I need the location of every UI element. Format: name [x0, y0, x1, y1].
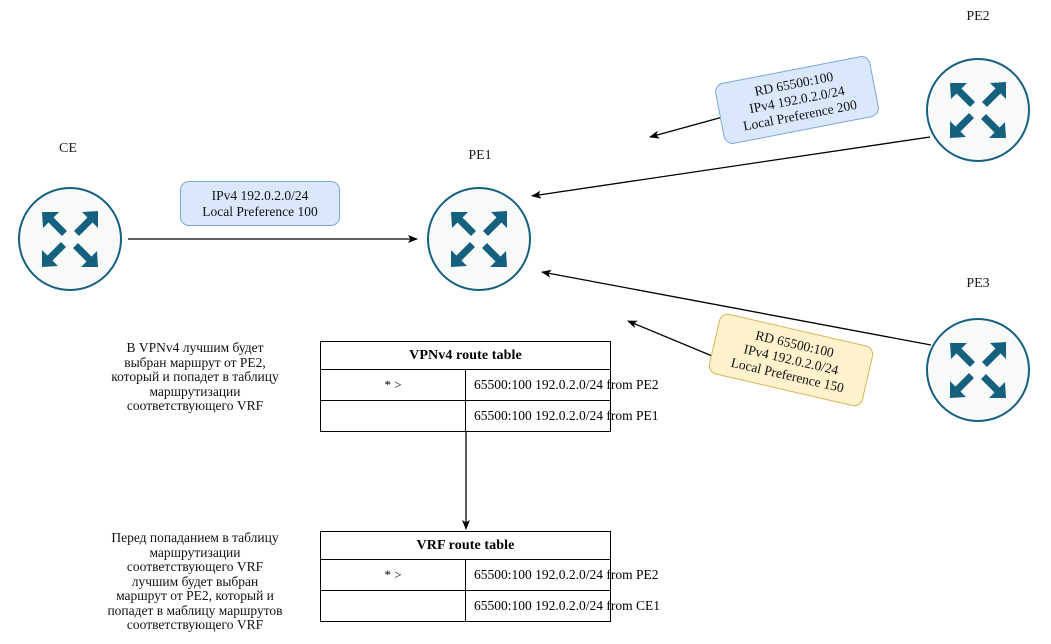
router-node-pe3[interactable] — [926, 318, 1030, 422]
table-title: VPNv4 route table — [320, 341, 611, 370]
route-entry: 65500:100 192.0.2.0/24 from PE2 — [465, 559, 659, 591]
route-flag — [320, 400, 466, 432]
route-entry: 65500:100 192.0.2.0/24 from CE1 — [465, 590, 660, 622]
edge-pe3-to-pe1 — [541, 269, 932, 346]
router-disc — [926, 58, 1030, 162]
router-icon — [950, 82, 1006, 138]
router-disc — [427, 187, 531, 291]
note-vrf: Перед попаданием в таблицу маршрутизации… — [107, 530, 283, 632]
router-icon — [451, 211, 507, 267]
vrf-route-table: VRF route table * > 65500:100 192.0.2.0/… — [320, 531, 660, 622]
table-header-row: VPNv4 route table — [320, 341, 611, 370]
table-title: VRF route table — [320, 531, 611, 560]
pointer-pe3-callout — [627, 320, 718, 359]
node-label-ce: CE — [59, 141, 77, 156]
table-row: 65500:100 192.0.2.0/24 from CE1 — [320, 590, 660, 622]
router-node-pe1[interactable] — [427, 187, 531, 291]
note-vpnv4: В VPNv4 лучшим будет выбран маршрут от P… — [111, 340, 279, 413]
vpnv4-route-table: VPNv4 route table * > 65500:100 192.0.2.… — [320, 341, 659, 432]
router-icon — [42, 211, 98, 267]
route-flag — [320, 590, 466, 622]
router-node-ce[interactable] — [18, 187, 122, 291]
table-row: * > 65500:100 192.0.2.0/24 from PE2 — [320, 369, 659, 401]
table-row: 65500:100 192.0.2.0/24 from PE1 — [320, 400, 659, 432]
route-entry: 65500:100 192.0.2.0/24 from PE2 — [465, 369, 659, 401]
router-icon — [950, 342, 1006, 398]
route-entry: 65500:100 192.0.2.0/24 from PE1 — [465, 400, 659, 432]
edge-pe2-to-pe1 — [531, 136, 931, 199]
route-flag: * > — [320, 559, 466, 591]
pointer-pe2-callout — [649, 114, 731, 139]
router-disc — [926, 318, 1030, 422]
table-header-row: VRF route table — [320, 531, 611, 560]
router-disc — [18, 187, 122, 291]
node-label-pe3: PE3 — [966, 276, 990, 291]
node-label-pe2: PE2 — [966, 9, 990, 24]
route-flag: * > — [320, 369, 466, 401]
table-row: * > 65500:100 192.0.2.0/24 from PE2 — [320, 559, 659, 591]
node-label-pe1: PE1 — [468, 148, 492, 163]
callout-ce-advert: IPv4 192.0.2.0/24 Local Preference 100 — [180, 181, 340, 226]
router-node-pe2[interactable] — [926, 58, 1030, 162]
